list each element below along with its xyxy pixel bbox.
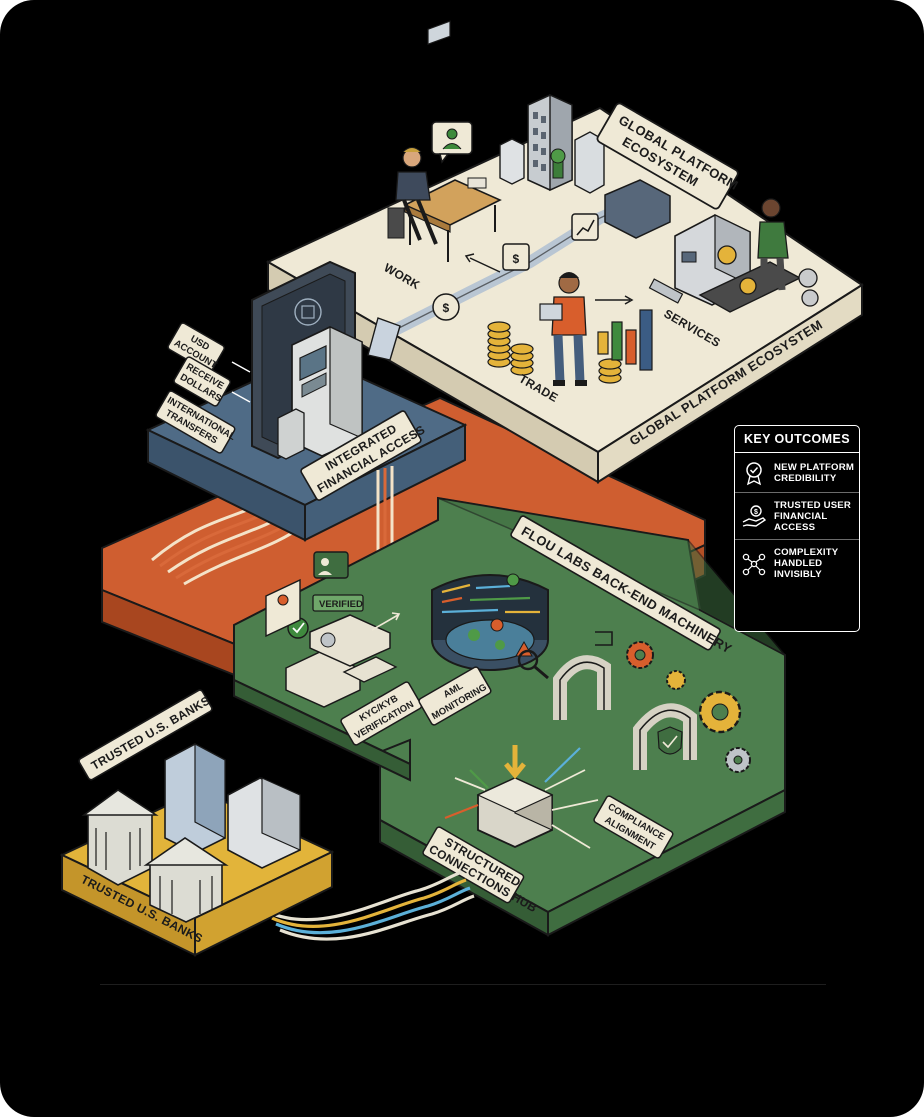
outcome-2-line1: TRUSTED USER [774, 500, 852, 511]
hand-coin-icon: $ [742, 504, 767, 527]
coin-stacks [487, 321, 622, 384]
gears-cluster [595, 631, 751, 773]
profile-bubble [431, 121, 473, 164]
key-outcomes-title: KEY OUTCOMES [735, 426, 859, 453]
outcome-3-line3: INVISIBLY [774, 569, 822, 580]
kyc-documents [265, 578, 398, 708]
growth-chart-icon [571, 213, 599, 241]
receive-dollars-tag: RECEIVE DOLLARS [173, 356, 231, 407]
tag-arrows [231, 361, 251, 403]
connections-hub [444, 745, 599, 849]
outcome-item-credibility: NEW PLATFORM CREDIBILITY [735, 453, 859, 493]
compliance-arch-1 [553, 655, 611, 720]
outcome-1-line1: NEW PLATFORM [774, 462, 855, 473]
city-buildings [499, 93, 605, 194]
exchange-icon: $ [432, 293, 460, 321]
outcome-3-line2: HANDLED [774, 558, 823, 569]
svg-text:$: $ [443, 301, 450, 315]
bank-cables [267, 870, 475, 941]
svg-text:$: $ [754, 509, 758, 516]
services-machine [648, 214, 819, 313]
outcome-3-line1: COMPLEXITY [774, 547, 839, 558]
network-icon [742, 553, 766, 575]
verified-label: VERIFIED [319, 599, 363, 610]
outcome-2-line2: FINANCIAL [774, 511, 828, 522]
outcome-2-line3: ACCESS [774, 522, 816, 533]
kyc-label: KYC/KYB VERIFICATION [340, 681, 423, 746]
aml-monitoring-dome [431, 573, 549, 680]
verified-card: VERIFIED [312, 551, 364, 612]
outcome-item-complexity: COMPLEXITY HANDLED INVISIBLY [735, 540, 859, 586]
atm-machine [277, 326, 363, 460]
key-outcomes-panel: KEY OUTCOMES NEW PLATFORM CREDIBILITY $ … [734, 425, 860, 632]
badge-icon [746, 462, 762, 486]
bar-columns [597, 309, 653, 371]
compliance-arch-2 [633, 703, 697, 770]
bank-buildings [81, 743, 301, 923]
divider-line [100, 984, 826, 985]
services-worker [757, 198, 789, 291]
flow-arrows [464, 253, 634, 305]
svg-text:$: $ [513, 252, 520, 266]
outcome-1-line2: CREDIBILITY [774, 473, 837, 484]
dollar-sign-icon: $ [502, 243, 530, 271]
trade-person [539, 272, 587, 386]
outcome-item-access: $ TRUSTED USER FINANCIAL ACCESS [735, 493, 859, 540]
work-desk [387, 20, 502, 262]
kyc-arrows [371, 612, 401, 631]
